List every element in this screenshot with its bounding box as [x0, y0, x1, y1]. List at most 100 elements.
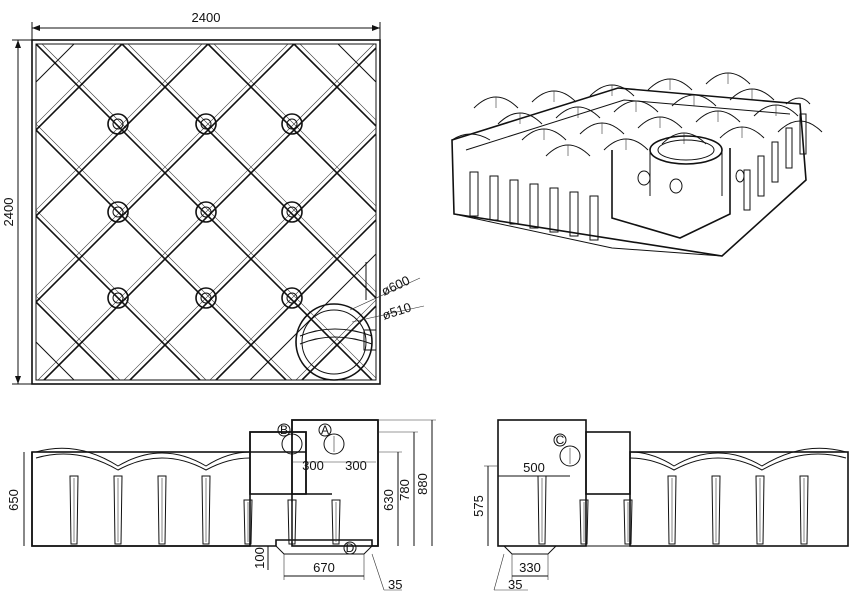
manhole-inlet-curve-bottom: [299, 336, 373, 345]
grid-diagonal-a: [121, 44, 376, 300]
grid-node-inner: [112, 118, 124, 130]
grid-diagonal-a: [36, 128, 287, 380]
marker-d-circle: [343, 541, 357, 555]
iso-manhole-box: [611, 148, 731, 239]
manhole-inlet-stub: [363, 329, 377, 351]
tank-outline-square: [31, 39, 381, 385]
iso-side-rib: [757, 155, 765, 197]
iso-top-edge: [465, 99, 791, 151]
diameter-510-label: ø510: [380, 299, 413, 322]
arrow-bottom: [15, 376, 21, 384]
iso-port-3: [735, 169, 745, 183]
grid-diagonal-a: [724, 44, 864, 380]
grid-diagonal-a: [207, 44, 376, 214]
iso-body-outline: [451, 87, 807, 257]
grid-diagonal-a: [36, 300, 115, 380]
isometric-view: [451, 72, 823, 257]
right-dome-profile-inner: [629, 453, 847, 471]
side-rib: [157, 475, 167, 545]
side-rib: [69, 475, 79, 545]
left-body-outline: [31, 419, 379, 547]
grid-diagonal-a-inner: [36, 123, 293, 380]
corner-bl: [35, 340, 76, 381]
grid-diagonal-a: [638, 44, 864, 380]
corner-tr: [336, 43, 377, 84]
grid-diagonal-b-inner: [36, 44, 289, 297]
leader-510: [351, 305, 425, 323]
grid-diagonal-b: [129, 132, 376, 380]
grid-node-inner: [200, 118, 212, 130]
grid-diagonal-b-inner: [36, 44, 117, 125]
top-view: 2400 2400 ø600 ø510: [1, 10, 864, 385]
side-rib: [623, 499, 633, 545]
grid-node-outer: [281, 113, 303, 135]
grid-diagonal-a-inner: [36, 295, 121, 380]
iso-rib: [469, 171, 479, 217]
grid-diagonal-b: [388, 44, 724, 380]
grid-diagonal-a-inner: [213, 44, 376, 207]
grid-diagonal-a-inner: [730, 44, 864, 380]
width-label: 2400: [192, 10, 221, 25]
dim-630-label: 630: [381, 489, 396, 511]
arrow-top: [15, 40, 21, 48]
marker-a-circle: [318, 423, 332, 437]
grid-node-inner: [286, 118, 298, 130]
dim-300-b-label: 300: [302, 458, 324, 473]
manhole-outer-circle: [295, 303, 373, 381]
side-rib: [755, 475, 765, 545]
right-dome-profile: [629, 447, 847, 467]
grid-node-outer: [195, 113, 217, 135]
grid-diagonal-b-inner: [37, 44, 375, 380]
right-body-main: [629, 451, 849, 547]
side-rib: [579, 499, 589, 545]
grid-diagonal-b-inner: [36, 44, 203, 211]
port-a-circle: [323, 433, 345, 455]
leader-600: [349, 277, 421, 311]
grid-diagonal-b-inner: [209, 213, 376, 380]
dim-35-right-leader: [493, 553, 505, 591]
iso-right-end-dome: [785, 97, 811, 105]
grid-diagonal-b: [36, 44, 123, 132]
iso-port-1: [637, 170, 651, 186]
grid-diagonal-b: [215, 218, 376, 380]
left-dome-profile: [35, 447, 251, 467]
side-rib: [799, 475, 809, 545]
port-b-circle: [281, 433, 303, 455]
marker-c-circle: [553, 433, 567, 447]
grid-node-inner: [286, 292, 298, 304]
grid-node-outer: [281, 201, 303, 223]
grid-node-outer: [107, 113, 129, 135]
right-foot: [503, 545, 557, 555]
side-rib: [711, 475, 721, 545]
grid-diagonal-a-inner: [472, 44, 808, 380]
side-rib: [331, 499, 341, 545]
side-rib: [667, 475, 677, 545]
right-ribs: [537, 475, 809, 545]
right-riser-step: [585, 431, 631, 495]
left-riser-b: [249, 431, 307, 495]
grid-node-inner: [286, 206, 298, 218]
dim-35-right-label: 35: [508, 577, 522, 592]
iso-manhole-ring-inner: [657, 139, 715, 161]
grid-diagonal-a-inner: [558, 44, 864, 380]
arrow-right: [372, 25, 380, 31]
dim-35-leader: [371, 553, 385, 591]
height-label: 2400: [1, 198, 16, 227]
grid-diagonal-b-inner: [295, 299, 376, 380]
iso-side-rib: [771, 141, 779, 183]
dim-650-label: 650: [6, 489, 21, 511]
dim-300-a-label: 300: [345, 458, 367, 473]
iso-side-rib: [785, 127, 793, 169]
left-ribs: [69, 475, 341, 545]
grid-node-inner: [200, 206, 212, 218]
grid-diagonal-b: [43, 46, 376, 380]
left-body-main: [31, 451, 251, 547]
iso-ribs: [469, 113, 807, 241]
grid-node-outer: [195, 287, 217, 309]
dim-100-label: 100: [252, 547, 267, 569]
grid-diagonal-b-inner: [123, 127, 376, 380]
grid-diagonal-a-inner: [41, 44, 376, 379]
grid-node-outer: [107, 287, 129, 309]
iso-port-2: [669, 178, 683, 194]
